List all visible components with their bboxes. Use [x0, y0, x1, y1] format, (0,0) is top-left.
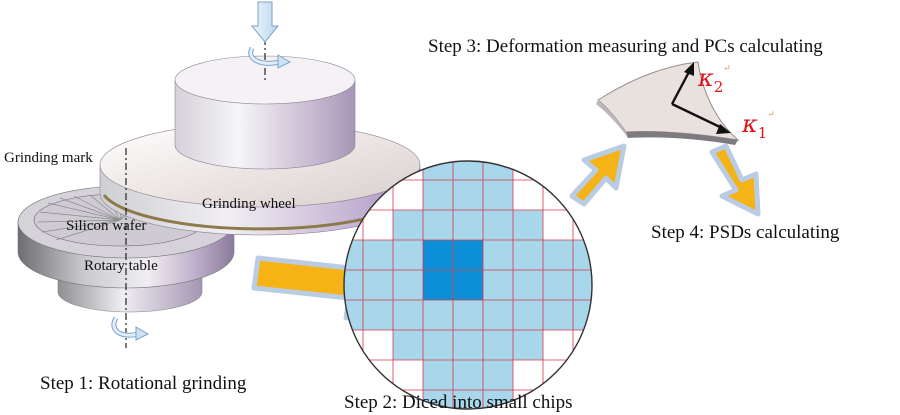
chip — [483, 270, 513, 300]
chip — [393, 240, 423, 270]
wheel-rotation-icon — [248, 46, 292, 69]
chip — [543, 300, 573, 330]
rotary-table-label: Rotary table — [84, 258, 158, 274]
kappa2-arrow — [670, 69, 692, 105]
chip — [453, 161, 483, 180]
chip — [453, 210, 483, 240]
diced-wafer — [343, 160, 593, 410]
chip — [453, 180, 483, 210]
feed-arrow-icon — [250, 1, 280, 43]
chip — [513, 300, 543, 330]
chip — [423, 300, 453, 330]
chip — [453, 300, 483, 330]
kappa1-label: κ1↵ — [742, 110, 775, 142]
chip — [483, 300, 513, 330]
chip — [393, 210, 423, 240]
chip — [423, 180, 453, 210]
chip — [423, 360, 453, 390]
silicon-wafer-label: Silicon wafer — [66, 218, 147, 234]
grinding-wheel-label: Grinding wheel — [202, 196, 296, 212]
chip — [543, 270, 573, 300]
chip — [543, 240, 573, 270]
chip — [483, 210, 513, 240]
chip — [363, 240, 393, 270]
grinding-machine — [17, 1, 421, 348]
grinding-mark-lines — [37, 193, 155, 241]
kappa2-label: κ2↵ — [698, 64, 731, 96]
chip — [513, 240, 543, 270]
kappa1-arrow — [671, 102, 723, 130]
chip — [513, 330, 543, 360]
grinding-wheel — [99, 55, 421, 236]
chip — [483, 360, 513, 390]
chip — [453, 390, 483, 409]
chip — [423, 210, 453, 240]
chip — [393, 300, 423, 330]
kappa1-index: 1 — [757, 123, 768, 142]
kappa2-index: 2 — [713, 77, 724, 96]
chip — [363, 270, 393, 300]
chip — [344, 270, 363, 300]
step4-caption: Step 4: PSDs calculating — [651, 222, 840, 243]
chip — [513, 210, 543, 240]
chip — [483, 330, 513, 360]
grinding-mark-label: Grinding mark — [4, 150, 93, 166]
arrow-to-step3-icon — [569, 143, 627, 207]
table-rotation-icon — [111, 316, 150, 341]
arrow-to-step4-icon — [709, 143, 761, 217]
step2-caption: Step 2: Diced into small chips — [344, 392, 573, 413]
chip — [423, 330, 453, 360]
chip — [483, 240, 513, 270]
chip — [513, 270, 543, 300]
chip — [393, 330, 423, 360]
chip — [453, 360, 483, 390]
step3-caption: Step 3: Deformation measuring and PCs ca… — [428, 36, 823, 57]
chip — [483, 180, 513, 210]
chip — [363, 300, 393, 330]
chip — [573, 270, 592, 300]
chip — [453, 330, 483, 360]
kappa1-symbol: κ — [742, 110, 758, 138]
step1-caption: Step 1: Rotational grinding — [40, 373, 247, 394]
kappa2-symbol: κ — [698, 64, 714, 92]
deformed-chip — [596, 61, 740, 145]
chip — [393, 270, 423, 300]
